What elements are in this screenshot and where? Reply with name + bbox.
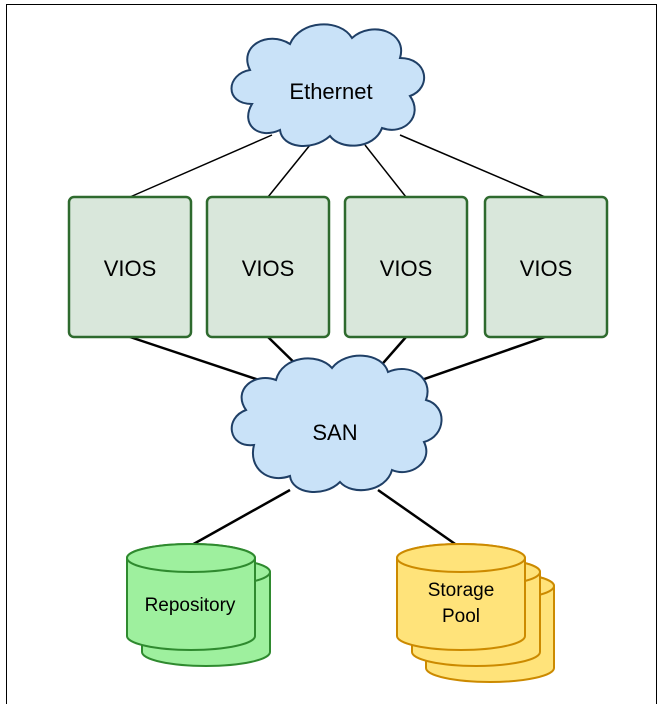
- repository-front-top: [126, 543, 256, 573]
- san-link-1: [129, 335, 266, 384]
- diagram-frame: [6, 4, 657, 704]
- vios-node-4: VIOS: [483, 195, 609, 339]
- repository-cylinder-front: [126, 543, 256, 651]
- pool-front-top: [396, 543, 526, 573]
- vios-box-4: [483, 195, 609, 339]
- repository-link: [189, 488, 291, 548]
- storage-pool-disk: Storage Pool: [396, 543, 555, 683]
- ethernet-link-3: [364, 144, 407, 198]
- architecture-diagram: Ethernet VIOS VIOS VIOS VIOS SAN: [67, 23, 609, 683]
- vios-label-2: VIOS: [242, 256, 295, 281]
- san-label: SAN: [312, 420, 357, 445]
- san-cloud: SAN: [230, 354, 443, 494]
- repository-label: Repository: [145, 595, 236, 616]
- storage-pool-label-line1: Storage: [428, 580, 495, 601]
- vios-node-2: VIOS: [205, 195, 331, 339]
- vios-node-3: VIOS: [343, 195, 469, 339]
- san-cloud-shape: [230, 354, 443, 494]
- vios-row: VIOS VIOS VIOS VIOS: [67, 195, 609, 339]
- ethernet-link-4: [399, 134, 546, 198]
- ethernet-link-1: [129, 134, 273, 198]
- ethernet-cloud: Ethernet: [230, 23, 426, 148]
- vios-box-2: [205, 195, 331, 339]
- san-link-4: [409, 335, 546, 386]
- vios-box-1: [67, 195, 193, 339]
- vios-label-3: VIOS: [380, 256, 433, 281]
- storage-pool-label-line2: Pool: [442, 606, 480, 627]
- vios-box-3: [343, 195, 469, 339]
- storage-links: [189, 488, 459, 548]
- pool-cylinder-front: [396, 543, 526, 651]
- repository-disk: Repository: [126, 543, 271, 667]
- vios-node-1: VIOS: [67, 195, 193, 339]
- ethernet-cloud-shape: [230, 23, 426, 148]
- ethernet-links: [129, 134, 546, 198]
- ethernet-label: Ethernet: [289, 79, 372, 104]
- vios-label-1: VIOS: [104, 256, 157, 281]
- ethernet-link-2: [267, 144, 311, 198]
- vios-label-4: VIOS: [520, 256, 573, 281]
- storage-pool-link: [377, 488, 459, 548]
